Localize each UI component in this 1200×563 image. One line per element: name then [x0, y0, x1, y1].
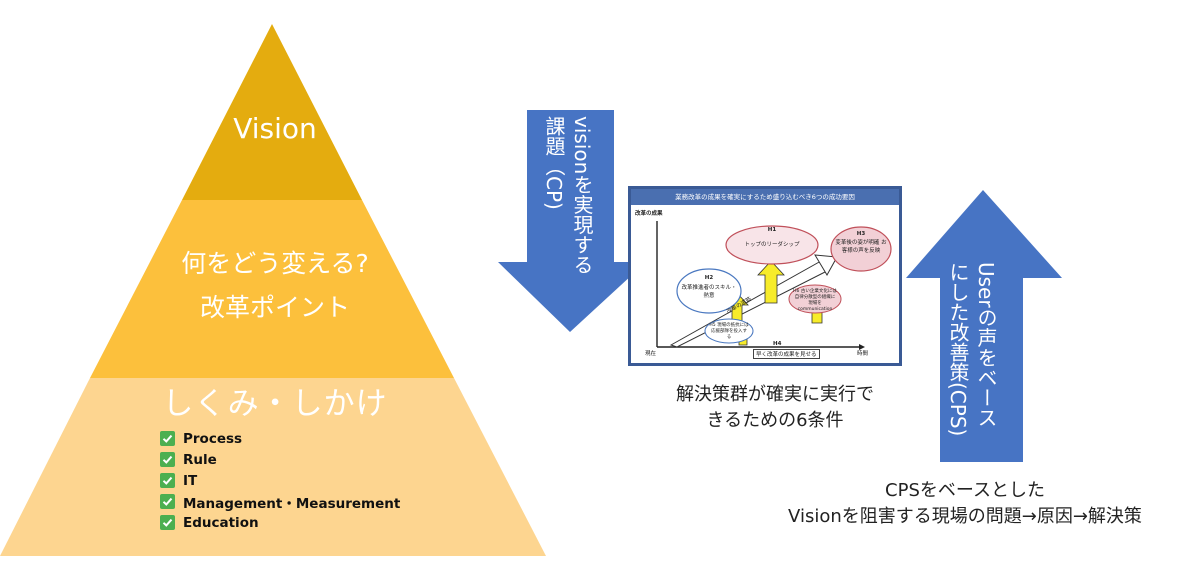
checklist-label: Process [183, 430, 243, 447]
thumb-h3-text: 変革後の姿が明確 お客様の声を反映 [835, 240, 887, 254]
pyramid-bottom-label: しくみ・しかけ [162, 386, 388, 422]
up-arrow-label-line1: Userの声をベース [974, 262, 998, 428]
thumb-x-arrowhead [859, 344, 865, 350]
thumb-h5-text: H5 現場の抵抗には 応援部隊を投入する [709, 323, 749, 340]
middle-caption-line1: 解決策群が確実に実行で [676, 384, 874, 405]
thumbnail-graphic [656, 221, 892, 350]
right-caption-line1: CPSをベースとした [885, 480, 1045, 501]
thumb-h2-text: 改革推進者のスキル・熱意 [681, 285, 737, 299]
check-icon [160, 473, 175, 488]
thumb-h3-title: H3 [856, 231, 866, 237]
check-icon [160, 515, 175, 530]
pyramid-bottom-tier [0, 378, 546, 556]
up-arrow-label-line2: にした改善策(CPS) [946, 262, 970, 437]
checklist-label: Rule [183, 451, 217, 468]
thumb-yellow-arrow-h1 [757, 260, 785, 304]
thumb-h4-title: H4 [773, 341, 782, 347]
checklist-item: Rule [160, 449, 400, 470]
down-arrow-label: visionを実現する 課題（CP) [540, 116, 596, 296]
thumb-y-axis-label: 改革の成果 [635, 211, 663, 217]
checklist: Process Rule IT Management・Measurement E… [160, 428, 400, 533]
thumbnail-title: 業務改革の成果を確実にするため盛り込むべき6つの成功要因 [631, 189, 899, 205]
thumb-x-axis-label: 時間 [857, 351, 869, 357]
middle-caption: 解決策群が確実に実行で きるための6条件 [630, 382, 920, 434]
up-arrow [906, 190, 1062, 462]
checklist-item: IT [160, 470, 400, 491]
thumb-h1-text: トップのリーダシップ [744, 242, 800, 248]
down-arrow-label-line1: visionを実現する [570, 116, 594, 275]
pyramid-middle-tier [90, 200, 454, 378]
thumb-h1-title: H1 [767, 227, 777, 233]
right-caption: CPSをベースとした Visionを阻害する現場の問題→原因→解決策 [740, 478, 1190, 530]
middle-caption-line2: きるための6条件 [706, 410, 844, 431]
thumb-bubble-h5 [704, 318, 754, 344]
thumb-bubble-h6 [788, 284, 842, 314]
check-icon [160, 494, 175, 509]
thumb-h4-text: 早く改革の成果を見せる [753, 349, 820, 359]
check-icon [160, 452, 175, 467]
down-arrow [498, 110, 646, 332]
check-icon [160, 431, 175, 446]
thumb-bubble-h3 [830, 226, 892, 272]
thumb-origin-label: 現在 [645, 351, 657, 357]
checklist-item: Management・Measurement [160, 491, 400, 512]
checklist-item: Process [160, 428, 400, 449]
slide-thumbnail: 業務改革の成果を確実にするため盛り込むべき6つの成功要因 改革の成果 時間 現在… [628, 186, 902, 366]
thumb-bubble-h2 [676, 268, 742, 314]
right-caption-line2: Visionを阻害する現場の問題→原因→解決策 [788, 506, 1142, 527]
thumb-h6-text: H6 古い企業文化には 自律分散型の組織に 現場をcommunication [793, 289, 837, 312]
thumb-diagonal-arrowhead [814, 254, 838, 276]
down-arrow-label-line2: 課題（CP) [542, 116, 566, 210]
pyramid-vision-label: Vision [233, 112, 317, 145]
pyramid-middle-label-2: 改革ポイント [199, 293, 350, 322]
pyramid-middle-label-1: 何をどう変える? [181, 249, 369, 278]
pyramid-top-tier [182, 24, 362, 200]
thumb-bubble-h1 [725, 225, 819, 265]
checklist-label: IT [183, 472, 198, 489]
up-arrow-label: Userの声をベース にした改善策(CPS) [944, 262, 1000, 462]
thumb-h2-title: H2 [704, 275, 714, 281]
checklist-label: Education [183, 514, 259, 531]
checklist-item: Education [160, 512, 400, 533]
checklist-label: Management・Measurement [183, 495, 401, 512]
